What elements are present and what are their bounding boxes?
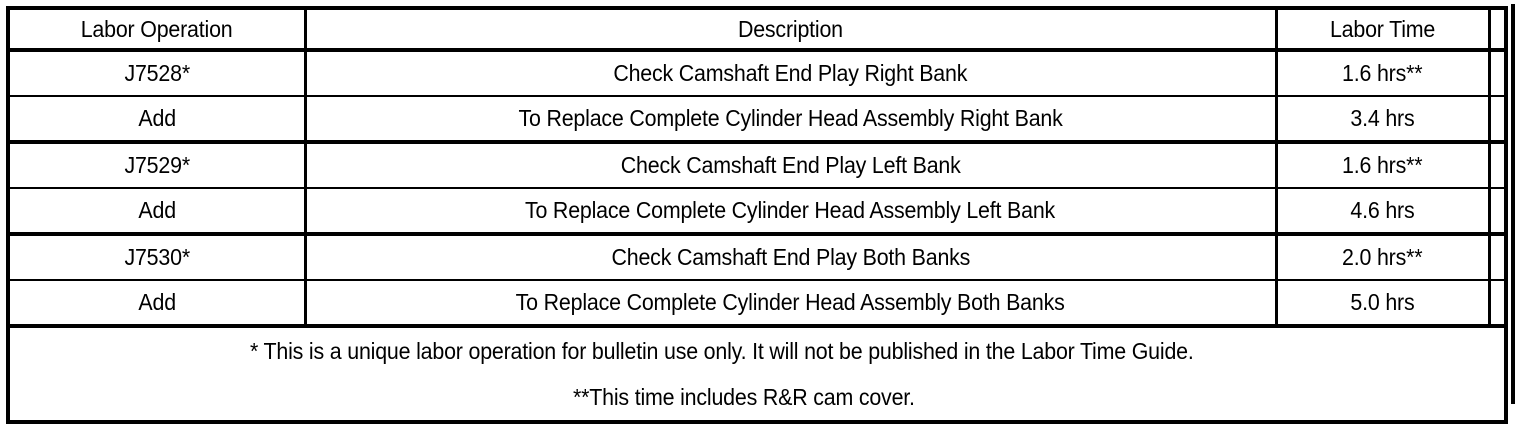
cell-labor-time: 4.6 hrs	[1276, 188, 1491, 236]
document-page: Labor Operation Description Labor Time J…	[6, 4, 1515, 424]
footnote-double-asterisk-text: **This time includes R&R cam cover.	[573, 384, 916, 410]
footnote-row: * This is a unique labor operation for b…	[8, 326, 1506, 422]
labor-operation-table: Labor Operation Description Labor Time J…	[6, 6, 1508, 424]
cell-description-text: Check Camshaft End Play Left Bank	[620, 152, 961, 179]
table-body: J7528* Check Camshaft End Play Right Ban…	[8, 50, 1506, 422]
cell-labor-time-text: 3.4 hrs	[1350, 105, 1415, 132]
cell-labor-operation: Add	[8, 280, 307, 328]
cell-labor-time: 3.4 hrs	[1276, 96, 1491, 144]
cell-description: To Replace Complete Cylinder Head Assemb…	[305, 280, 1278, 328]
table-row: Add To Replace Complete Cylinder Head As…	[8, 280, 1506, 328]
cell-spacer	[1489, 280, 1506, 328]
cell-spacer	[1489, 96, 1506, 144]
column-header-description-label: Description	[738, 15, 843, 42]
cell-labor-time-text: 1.6 hrs**	[1342, 60, 1423, 87]
table-row: J7530* Check Camshaft End Play Both Bank…	[8, 234, 1506, 281]
cell-description-text: Check Camshaft End Play Both Banks	[611, 244, 970, 271]
cell-description: Check Camshaft End Play Both Banks	[305, 234, 1278, 281]
table-row: Add To Replace Complete Cylinder Head As…	[8, 188, 1506, 236]
cell-labor-operation: J7528*	[8, 50, 307, 97]
cell-spacer	[1489, 234, 1506, 281]
column-header-description: Description	[305, 8, 1278, 52]
cell-description-text: To Replace Complete Cylinder Head Assemb…	[525, 197, 1056, 224]
footnote-single-asterisk-text: * This is a unique labor operation for b…	[249, 337, 1194, 364]
cell-labor-operation: J7529*	[8, 142, 307, 189]
column-header-spacer	[1489, 8, 1506, 52]
column-header-labor-time-label: Labor Time	[1329, 15, 1436, 42]
cell-labor-operation-text: J7530*	[123, 244, 190, 271]
cell-labor-operation-text: J7529*	[123, 152, 190, 179]
table-row: Add To Replace Complete Cylinder Head As…	[8, 96, 1506, 144]
cell-labor-operation-text: Add	[137, 197, 176, 224]
cell-labor-operation: J7530*	[8, 234, 307, 281]
table-header: Labor Operation Description Labor Time	[8, 8, 1506, 52]
page-edge-rule	[1511, 4, 1515, 404]
cell-description-text: To Replace Complete Cylinder Head Assemb…	[518, 105, 1063, 132]
cell-spacer	[1489, 50, 1506, 97]
cell-labor-operation: Add	[8, 188, 307, 236]
column-header-labor-time: Labor Time	[1276, 8, 1491, 52]
cell-labor-operation-text: Add	[137, 105, 176, 132]
cell-labor-time-text: 5.0 hrs	[1350, 289, 1415, 316]
cell-labor-time-text: 2.0 hrs**	[1342, 244, 1423, 271]
header-row: Labor Operation Description Labor Time	[8, 8, 1506, 52]
cell-labor-operation-text: J7528*	[123, 60, 190, 87]
column-header-labor-operation: Labor Operation	[8, 8, 307, 52]
cell-labor-time: 1.6 hrs**	[1276, 50, 1491, 97]
cell-spacer	[1489, 188, 1506, 236]
cell-labor-time: 5.0 hrs	[1276, 280, 1491, 328]
cell-spacer	[1489, 142, 1506, 189]
cell-description-text: Check Camshaft End Play Right Bank	[613, 60, 968, 87]
footnotes-block: * This is a unique labor operation for b…	[8, 326, 1506, 422]
footnote-single-asterisk: * This is a unique labor operation for b…	[10, 339, 1504, 363]
column-header-labor-operation-label: Labor Operation	[80, 15, 233, 42]
cell-labor-time: 1.6 hrs**	[1276, 142, 1491, 189]
footnote-double-asterisk: **This time includes R&R cam cover.	[10, 385, 1504, 409]
cell-labor-time: 2.0 hrs**	[1276, 234, 1491, 281]
footnote-spacer	[10, 363, 1504, 385]
cell-description: Check Camshaft End Play Left Bank	[305, 142, 1278, 189]
cell-description: To Replace Complete Cylinder Head Assemb…	[305, 96, 1278, 144]
cell-description: Check Camshaft End Play Right Bank	[305, 50, 1278, 97]
cell-labor-time-text: 4.6 hrs	[1350, 197, 1415, 224]
cell-description: To Replace Complete Cylinder Head Assemb…	[305, 188, 1278, 236]
cell-labor-time-text: 1.6 hrs**	[1342, 152, 1423, 179]
cell-description-text: To Replace Complete Cylinder Head Assemb…	[516, 289, 1065, 316]
cell-labor-operation-text: Add	[137, 289, 176, 316]
table-row: J7529* Check Camshaft End Play Left Bank…	[8, 142, 1506, 189]
table-row: J7528* Check Camshaft End Play Right Ban…	[8, 50, 1506, 97]
cell-labor-operation: Add	[8, 96, 307, 144]
